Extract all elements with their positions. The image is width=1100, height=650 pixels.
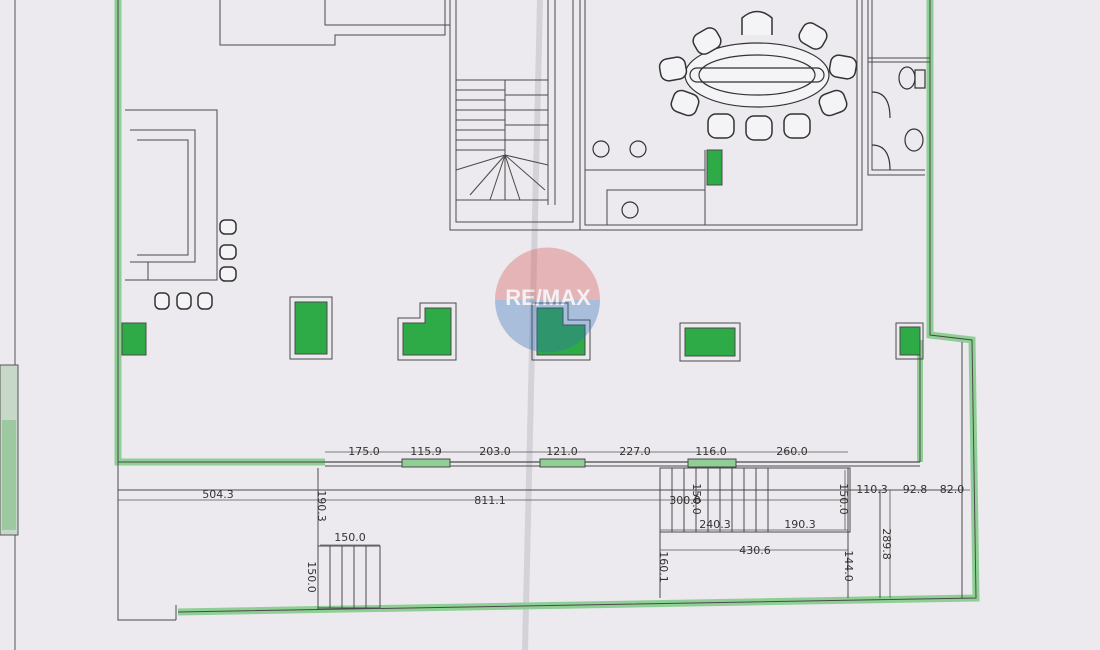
dim-label: 260.0 [776, 445, 808, 458]
dim-label: 144.0 [842, 550, 855, 582]
dim-label: 190.3 [315, 490, 328, 522]
upper-rooms [125, 0, 930, 281]
dim-label: 240.3 [699, 518, 731, 531]
dimension-lines [118, 451, 970, 598]
watermark-text: RE/MAX [505, 285, 591, 310]
dim-label: 811.1 [474, 494, 506, 507]
conference-chairs [658, 10, 858, 141]
dim-label: 430.6 [739, 544, 771, 557]
dim-label: 115.9 [410, 445, 442, 458]
terrace-stairs-left [317, 545, 381, 609]
dimension-labels: 175.0 115.9 203.0 121.0 227.0 116.0 260.… [202, 445, 964, 593]
bar-stools [154, 219, 237, 310]
wc-fixtures [871, 66, 926, 171]
dim-label: 82.0 [940, 483, 965, 496]
dim-label: 227.0 [619, 445, 651, 458]
remax-watermark: RE/MAX [495, 247, 600, 353]
dim-label: 300.0 [669, 494, 701, 507]
dim-label: 116.0 [695, 445, 727, 458]
dim-label: 110.3 [856, 483, 888, 496]
dim-label: 504.3 [202, 488, 234, 501]
dim-label: 150.0 [690, 483, 703, 515]
indoor-stairs [455, 79, 549, 201]
structural-columns [121, 296, 924, 362]
reception-desk [585, 149, 723, 225]
office-chairs [592, 140, 647, 219]
adjacent-sheet-edge [0, 0, 19, 650]
dim-label: 150.0 [305, 561, 318, 593]
front-windows [401, 458, 737, 468]
dim-label: 190.3 [784, 518, 816, 531]
dim-label: 92.8 [903, 483, 928, 496]
dim-label: 121.0 [546, 445, 578, 458]
conference-table [684, 42, 830, 108]
dim-label: 175.0 [348, 445, 380, 458]
dim-label: 289.8 [880, 528, 893, 560]
dim-label: 160.1 [657, 551, 670, 583]
dim-label: 150.0 [334, 531, 366, 544]
dim-label: 203.0 [479, 445, 511, 458]
dim-label: 150.0 [837, 483, 850, 515]
